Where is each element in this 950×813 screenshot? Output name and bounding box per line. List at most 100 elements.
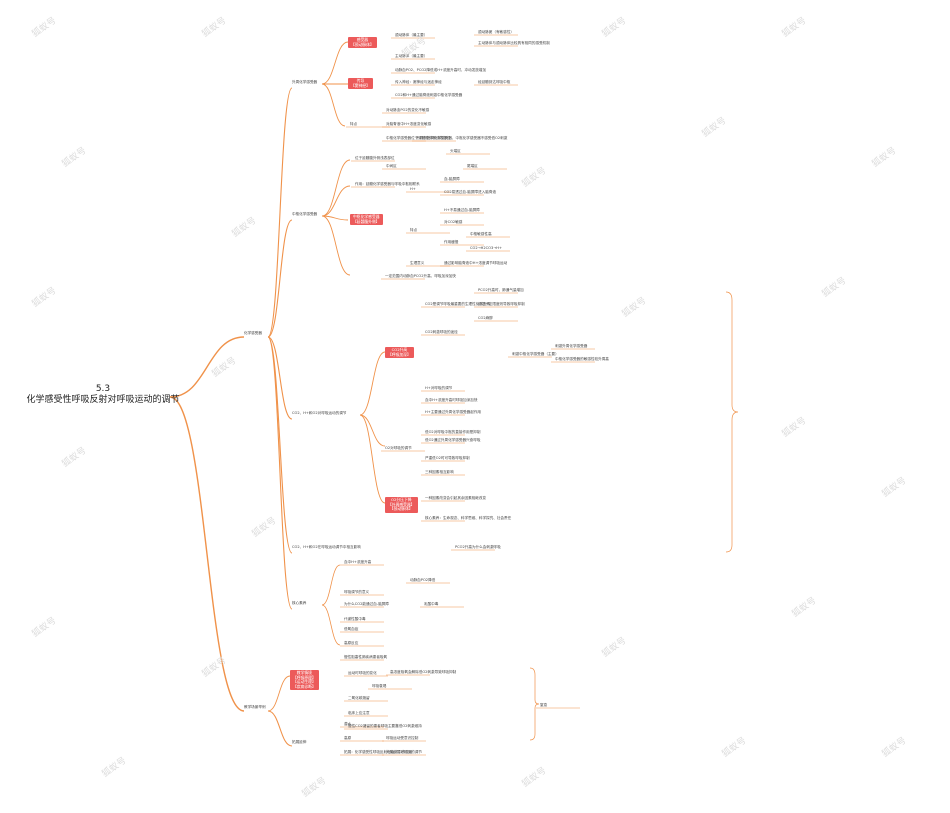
node-text[interactable]: 高原 — [344, 736, 352, 740]
node-text[interactable]: H+对呼吸的调节 — [425, 386, 453, 390]
branch-core[interactable]: 核心素养 — [292, 601, 307, 605]
node-text[interactable]: 主动脉体与颈动脉体比较具有相同的感受机制 — [478, 41, 550, 45]
node-text[interactable]: CO2刺激呼吸的途径 — [425, 330, 458, 334]
node-text[interactable]: 位于延髓腹外侧浅表部位 — [355, 156, 395, 160]
connector — [169, 336, 245, 398]
node-text[interactable]: 动脉血PO2降低 — [410, 578, 436, 582]
tag-conduct[interactable]: 传导【窦神经】 — [348, 78, 373, 90]
connector — [169, 396, 245, 712]
node-text[interactable]: 刺激外周化学感受器 — [555, 344, 588, 348]
branch-co2[interactable]: CO2、H+和O2对呼吸运动的调节 — [292, 411, 347, 415]
node-text[interactable]: 头端区 — [450, 149, 461, 153]
node-text[interactable]: 对动脉血PO2的变化不敏感 — [386, 108, 430, 112]
node-text[interactable]: 慢性CO2潴留的患者呼吸主要靠低O2刺激维持 — [348, 724, 422, 728]
node-text[interactable]: 颈动脉体（最主要） — [395, 33, 428, 37]
branch-co2b[interactable]: CO2、H+和O2在呼吸运动调节中相互影响 — [292, 545, 361, 549]
node-text[interactable]: 低O2通过外周化学感受器兴奋呼吸 — [425, 438, 481, 442]
branch-chem[interactable]: 化学感受器 — [244, 331, 262, 335]
node-text[interactable]: 中枢敏感性高 — [470, 232, 492, 236]
connector — [321, 215, 349, 221]
node-text[interactable]: H+ — [410, 187, 416, 191]
node-text[interactable]: H+不易通过血-脑屏障 — [444, 208, 480, 212]
node-text[interactable]: 三种因素相互影响 — [425, 470, 454, 474]
connector — [321, 564, 341, 606]
node-text[interactable]: 二氧化碳潴留 — [348, 696, 370, 700]
node-text[interactable]: 刺激中枢化学感受器（主要） — [512, 352, 559, 356]
tag-central[interactable]: 中枢化学感受器【延髓腹外侧】 — [350, 214, 383, 226]
node-text[interactable]: 核心素养：生命观念、科学思维、科学探究、社会责任 — [425, 516, 512, 520]
node-text[interactable]: 慢性阻塞性肺疾病患者吸氧 — [344, 655, 388, 659]
node-text[interactable]: H+主要通过外周化学感受器起作用 — [425, 410, 482, 414]
node-text[interactable]: 对CO2敏感 — [444, 220, 463, 224]
node-text[interactable]: CO2易透过血-脑屏障进入脑脊液 — [444, 190, 497, 194]
node-text[interactable]: 尾端区 — [467, 164, 478, 168]
node-text[interactable]: 血中H+浓度升高 — [344, 560, 372, 564]
node-text[interactable]: CO2和H+通过脑脊液刺激中枢化学感受器 — [395, 93, 463, 97]
node-text[interactable]: 经延髓到达呼吸中枢 — [478, 80, 511, 84]
node-text[interactable]: 作用缓慢 — [444, 240, 459, 244]
node-text[interactable]: CO2→H2CO3→H+ — [470, 246, 502, 250]
node-text[interactable]: 潜水 — [344, 722, 352, 726]
node-text[interactable]: PCO2升高为什么会刺激呼吸 — [455, 545, 501, 549]
brace — [529, 667, 540, 741]
node-text[interactable]: 血中H+浓度升高时呼吸加深加快 — [425, 398, 478, 402]
node-text[interactable]: 不同于外周化学感受器，中枢化学感受器不感受低O2刺激 — [416, 136, 508, 140]
tag-o2[interactable]: O2分压下降【外周感受器】【颈动脉体】 — [385, 497, 418, 513]
node-text[interactable]: 传入神经：窦神经与迷走神经 — [395, 80, 442, 84]
node-text[interactable]: 窒息 — [540, 703, 548, 707]
node-text[interactable]: 主动脉体（最主要） — [395, 54, 428, 58]
root-node[interactable]: 5.3 化学感受性呼吸反射对呼吸运动的调节 — [18, 384, 188, 406]
node-text[interactable]: 呼吸运动受意识控制 — [386, 736, 419, 740]
connector — [267, 336, 293, 420]
tag-co2[interactable]: CO2升高【呼吸加深】 — [385, 347, 414, 359]
tag-scene[interactable]: 教学情境【呼吸原理】【运动生理】【疾病诊断】 — [290, 670, 319, 691]
connector — [321, 159, 351, 217]
node-text[interactable]: 中枢化学感受器的敏感性较外周高 — [555, 357, 609, 361]
node-text[interactable]: 严重低O2时可导致呼吸抑制 — [425, 456, 470, 460]
node-text[interactable]: 特点 — [350, 122, 358, 126]
node-text[interactable]: 低氧血症 — [344, 627, 359, 631]
node-text[interactable]: 拓展：化学感受性呼吸反射在临床中的应用 — [344, 750, 413, 754]
node-text[interactable]: 特点 — [410, 228, 418, 232]
node-text[interactable]: 中间区 — [386, 164, 397, 168]
node-text[interactable]: 大脑皮层对呼吸的调节 — [386, 750, 422, 754]
node-text[interactable]: PCO2升高时，肺通气量增加 — [478, 288, 524, 292]
node-text[interactable]: CO2麻醉 — [478, 316, 493, 320]
connector — [321, 604, 341, 646]
connector — [267, 710, 293, 747]
branch-other[interactable]: 拓展延伸 — [292, 740, 307, 744]
connector — [321, 83, 346, 127]
node-text[interactable]: 动脉血PO2、PCO2降低或H+浓度升高时，冲动发放增加 — [395, 68, 487, 72]
node-text[interactable]: 一定范围内动脉血PCO2升高，呼吸加深加快 — [385, 274, 456, 278]
node-text[interactable]: CO2是调节呼吸最重要的生理性化学因素 — [425, 302, 491, 306]
node-text[interactable]: 中枢化学感受器位于延髓腹外侧浅表部位 — [386, 136, 451, 140]
node-text[interactable]: 作用：延髓化学感受器与呼吸中枢相联系 — [355, 182, 420, 186]
node-text[interactable]: 代谢性酸中毒 — [344, 617, 366, 621]
node-text[interactable]: 颈动脉窦（有敏感性） — [478, 30, 514, 34]
node-text[interactable]: 生理意义 — [410, 261, 425, 265]
node-text[interactable]: 对脑脊液中H+浓度变化敏感 — [386, 122, 432, 126]
root-number: 5.3 — [95, 384, 111, 394]
node-text[interactable]: 运动时呼吸的变化 — [348, 671, 377, 675]
branch-peripheral[interactable]: 外周化学感受器 — [292, 80, 318, 84]
root-title: 化学感受性呼吸反射对呼吸运动的调节 — [26, 395, 180, 405]
connector — [267, 87, 293, 338]
node-text[interactable]: 高浓度吸氧会解除低O2刺激导致呼吸抑制 — [390, 670, 457, 674]
node-text[interactable]: 呼吸衰竭 — [372, 684, 387, 688]
node-text[interactable]: 呼吸调节的意义 — [344, 590, 370, 594]
node-text[interactable]: 低O2对呼吸中枢的直接作用是抑制 — [425, 430, 481, 434]
tag-receptor[interactable]: 感受器【颈动脉体】 — [348, 37, 377, 49]
connector — [321, 41, 349, 85]
node-text[interactable]: 血-脑屏障 — [444, 177, 460, 181]
node-text[interactable]: 高原反应 — [344, 641, 359, 645]
node-text[interactable]: 乳酸中毒 — [424, 602, 439, 606]
node-text[interactable]: 通过影响脑脊液中H+浓度调节呼吸运动 — [444, 261, 508, 265]
node-text[interactable]: 临床上应注意 — [348, 711, 370, 715]
node-text[interactable]: 一种因素改变会引起其余因素相继改变 — [425, 496, 487, 500]
node-text[interactable]: O2对呼吸的调节 — [385, 446, 412, 450]
node-text[interactable]: 为什么CO2能通过血-脑屏障 — [344, 602, 389, 606]
connector — [267, 336, 293, 610]
branch-scene[interactable]: 教学场景举例 — [244, 705, 266, 709]
branch-central[interactable]: 中枢化学感受器 — [292, 212, 318, 216]
node-text[interactable]: 超过一定限度则导致呼吸抑制 — [478, 302, 525, 306]
